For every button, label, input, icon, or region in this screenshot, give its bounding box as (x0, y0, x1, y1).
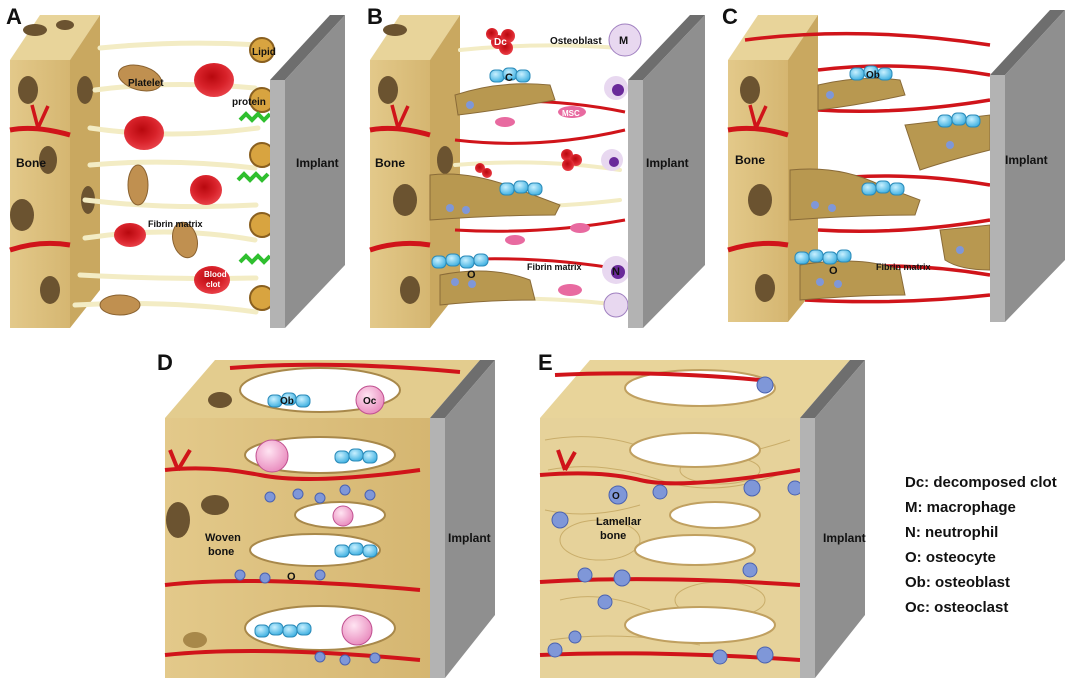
panel-a-implant (270, 15, 345, 328)
panel-a-lipid-cells (249, 37, 275, 311)
panel-c-osteocytes (811, 91, 964, 288)
panel-c-bone-label: Bone (735, 153, 765, 167)
panel-b-n-label: N (612, 266, 620, 278)
panel-b-bone-label: Bone (375, 156, 405, 170)
panel-b-decomposed-clots (475, 28, 582, 178)
panel-a-fibrin-strands (72, 40, 263, 315)
panel-e-implant (800, 360, 865, 678)
legend-item-ob: Ob: osteoblast (905, 574, 1011, 591)
panel-b-bone (369, 15, 460, 328)
legend: Dc: decomposed clot M: macrophage N: neu… (905, 470, 1070, 620)
panel-d-letter: D (157, 350, 173, 375)
panel-a-lipid-label: Lipid (252, 47, 276, 58)
panel-b-o-label: O (467, 269, 476, 281)
panel-b-letter: B (367, 4, 383, 29)
legend-item-oc: Oc: osteoclast (905, 599, 1009, 616)
panel-b-osteocytes (446, 101, 476, 288)
legend-item-dc: Dc: decomposed clot (905, 474, 1057, 491)
panel-b-implant (628, 15, 705, 328)
panel-b-dc-label: Dc (494, 37, 507, 48)
panel-d-woven-label-2: bone (208, 546, 234, 558)
panel-c: C Bone Implant Ob O Fibrin matrix (722, 4, 1065, 322)
panel-c-implant-label: Implant (1005, 153, 1048, 167)
panel-e-letter: E (538, 350, 553, 375)
panel-d-vessels (164, 362, 461, 662)
legend-item-n: N: neutrophil (905, 524, 999, 541)
panel-d-ob-label: Ob (280, 396, 294, 407)
panel-a-protein-label: protein (232, 97, 266, 108)
panel-a: A Bone Implant Platelet Lipid protein Fi… (6, 4, 345, 328)
panel-a-clot-label: clot (206, 280, 221, 289)
panel-b-msc-cells (495, 106, 590, 296)
panel-c-fibrin-label: Fibrin matrix (876, 262, 931, 272)
panel-a-implant-label: Implant (296, 156, 339, 170)
panel-a-letter: A (6, 4, 22, 29)
panel-d-implant-label: Implant (448, 531, 491, 545)
panel-a-fibrin-label: Fibrin matrix (148, 219, 203, 229)
panel-b-immune-cells (601, 23, 642, 318)
panel-c-letter: C (722, 4, 738, 29)
panel-c-ob-label: Ob (866, 70, 880, 81)
panel-b-fibrin-label: Fibrin matrix (527, 262, 582, 272)
panel-d-o-label: O (287, 571, 296, 583)
panel-e-vessels (539, 371, 801, 662)
panel-e-osteocytes (547, 376, 803, 665)
panel-e-lamellar-label-2: bone (600, 530, 626, 542)
panel-b-implant-label: Implant (646, 156, 689, 170)
panel-d: D Implant Ob Oc Woven bone O (157, 350, 495, 678)
panel-d-implant (430, 360, 495, 678)
panel-a-protein-chains (236, 111, 272, 265)
panel-c-implant (990, 10, 1065, 322)
panel-a-bone-label: Bone (16, 156, 46, 170)
panel-a-blood-label: Blood (204, 270, 227, 279)
panel-d-osteocytes (234, 484, 381, 666)
panel-d-osteoblasts (254, 392, 378, 638)
legend-item-o: O: osteocyte (905, 549, 996, 566)
panel-b-msc-label: MSC (562, 109, 580, 118)
panel-e-o-label: O (612, 491, 620, 502)
panel-b-osteoblasts (431, 67, 543, 269)
panel-a-bone (9, 15, 100, 328)
panel-e: E Implant O Lamellar bone (538, 350, 866, 678)
panel-b-osteoblast-label: Osteoblast (550, 36, 602, 47)
panel-d-osteoclasts (255, 385, 385, 646)
panel-c-o-label: O (829, 265, 838, 277)
panel-e-lamellar-label-1: Lamellar (596, 516, 642, 528)
panel-b-m-label: M (619, 35, 628, 47)
panel-c-osteoblasts (794, 65, 981, 265)
panel-e-implant-label: Implant (823, 531, 866, 545)
panel-a-platelet-label: Platelet (128, 78, 164, 89)
panel-b-c-label: C (505, 72, 513, 84)
panel-a-platelets (99, 64, 198, 316)
legend-item-m: M: macrophage (905, 499, 1016, 516)
panel-b: B Bone Implant Dc Osteoblast M C MSC Fib… (367, 4, 705, 328)
panel-a-red-blood-cells (114, 63, 234, 294)
panel-d-woven-label-1: Woven (205, 532, 241, 544)
panel-d-oc-label: Oc (363, 396, 377, 407)
